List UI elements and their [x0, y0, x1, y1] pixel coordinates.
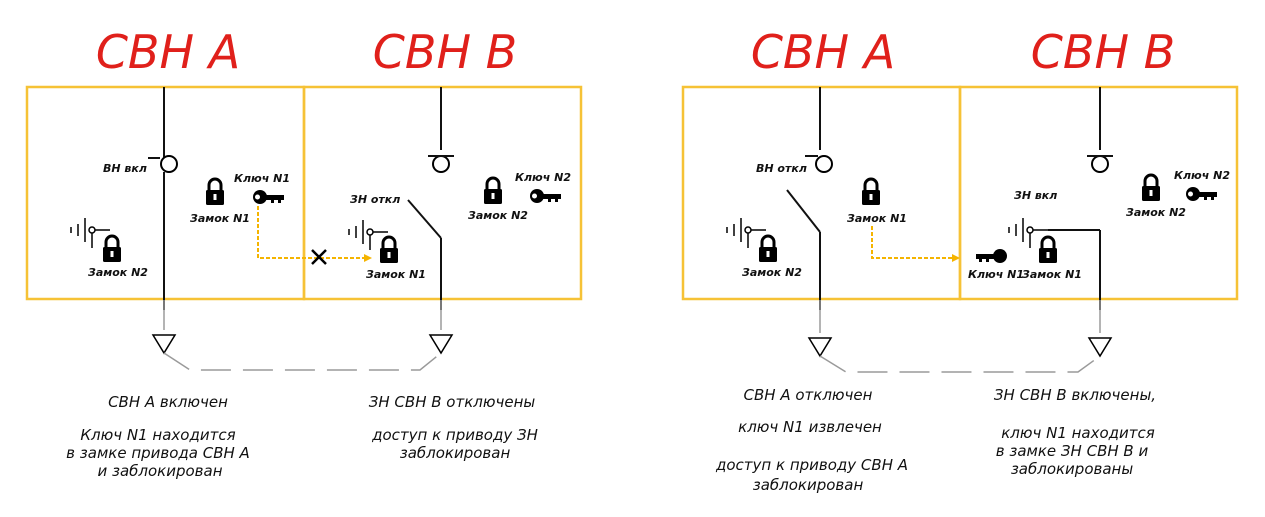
right-a-vn-blade: [786, 189, 821, 233]
right-a-lock2-icon: [757, 234, 779, 264]
right-title-a: СВН А: [751, 25, 895, 79]
right-a-vn-symbol: [815, 155, 833, 173]
right-b-termination: [1088, 337, 1112, 357]
left-key2-label: Ключ N2: [515, 171, 571, 184]
left-caption-a-line: и заблокирован: [97, 462, 222, 480]
left-b-lock1-label: Замок N1: [366, 268, 426, 281]
left-a-lock2-icon: [101, 234, 123, 264]
left-key1-label: Ключ N1: [234, 172, 290, 185]
right-cell-b-frame: [958, 85, 1239, 301]
left-caption-a-line: в замке привода СВН А: [66, 444, 250, 462]
left-b-termination: [429, 334, 453, 354]
left-zn-label: ЗН откл: [350, 193, 400, 206]
right-vn-label: ВН откл: [756, 162, 807, 175]
left-a-vn-symbol: [160, 155, 178, 173]
left-a-earth-icon: [70, 217, 111, 249]
right-caption-b-line: заблокированы: [1011, 460, 1134, 478]
left-caption-b-line: доступ к приводу ЗН: [371, 426, 538, 444]
left-caption-b-line: заблокирован: [400, 444, 511, 462]
right-caption-b-line: ЗН СВН В включены,: [994, 386, 1156, 404]
right-a-lock1-icon: [860, 177, 882, 207]
right-zn-label: ЗН вкл: [1014, 189, 1057, 202]
right-a-lock1-label: Замок N1: [847, 212, 907, 225]
left-b-lock2-label: Замок N2: [468, 209, 528, 222]
left-a-lock1-icon: [204, 177, 226, 207]
right-a-lock2-label: Замок N2: [742, 266, 802, 279]
right-caption-a-line: СВН А отключен: [744, 386, 873, 404]
right-b-lock1-label: Замок N1: [1022, 268, 1082, 281]
right-b-lock2-icon: [1140, 173, 1162, 203]
left-b-lock2-icon: [482, 176, 504, 206]
left-key1-icon: [253, 190, 284, 204]
left-b-top-symbol: [432, 155, 450, 173]
right-key2-icon: [1186, 187, 1217, 201]
right-caption-b-line: ключ N1 находится: [1001, 424, 1155, 442]
right-caption-a: СВН А отключен ключ N1 извлечен доступ к…: [715, 386, 908, 494]
left-a-lock1-label: Замок N1: [190, 212, 250, 225]
left-arrow-head: [364, 254, 372, 262]
right-mech-link: [819, 355, 1101, 373]
blocked-cross-icon: [311, 249, 327, 265]
right-panel: СВН А СВН В ВН откл Замок N2 Замок N1 ЗН…: [681, 25, 1239, 494]
right-b-top-symbol: [1091, 155, 1109, 173]
left-title-a: СВН А: [96, 25, 240, 79]
left-key-arrow: [257, 206, 368, 259]
right-arrow-head: [952, 254, 960, 262]
right-key1-icon: [976, 249, 1007, 263]
right-a-earth-icon: [726, 217, 767, 249]
right-caption-a-line: заблокирован: [753, 476, 864, 494]
left-a-termination: [152, 334, 176, 354]
left-cell-b-frame: [302, 85, 583, 301]
left-caption-a-line: Ключ N1 находится: [80, 426, 235, 444]
right-caption-b: ЗН СВН В включены, ключ N1 находится в з…: [994, 386, 1156, 478]
right-b-lock1-icon: [1037, 235, 1059, 265]
left-key2-icon: [530, 189, 561, 203]
left-caption-a: СВН А включен Ключ N1 находится в замке …: [66, 393, 250, 480]
right-caption-a-line: доступ к приводу СВН А: [715, 456, 908, 474]
left-mech-link: [163, 352, 442, 371]
right-key1-label: Ключ N1: [968, 268, 1024, 281]
left-b-zn-blade: [407, 199, 442, 239]
right-key2-label: Ключ N2: [1174, 169, 1230, 182]
left-title-b: СВН В: [373, 25, 517, 79]
left-b-lock1-icon: [378, 235, 400, 265]
left-caption-a-line: СВН А включен: [108, 393, 228, 411]
left-vn-label: ВН вкл: [103, 162, 147, 175]
right-key-arrow: [871, 226, 955, 259]
right-b-lock2-label: Замок N2: [1126, 206, 1186, 219]
right-cell-a-frame: [681, 85, 962, 301]
left-caption-b: ЗН СВН В отключены доступ к приводу ЗН з…: [369, 393, 538, 462]
left-panel: СВН А СВН В ВН вкл Замок N2 Замок N1 Клю…: [25, 25, 583, 480]
left-a-lock2-label: Замок N2: [88, 266, 148, 279]
right-caption-a-line: ключ N1 извлечен: [738, 418, 882, 436]
right-caption-b-line: в замке ЗН СВН В и: [996, 442, 1149, 460]
right-title-b: СВН В: [1031, 25, 1175, 79]
left-caption-b-line: ЗН СВН В отключены: [369, 393, 536, 411]
right-a-termination: [808, 337, 832, 357]
